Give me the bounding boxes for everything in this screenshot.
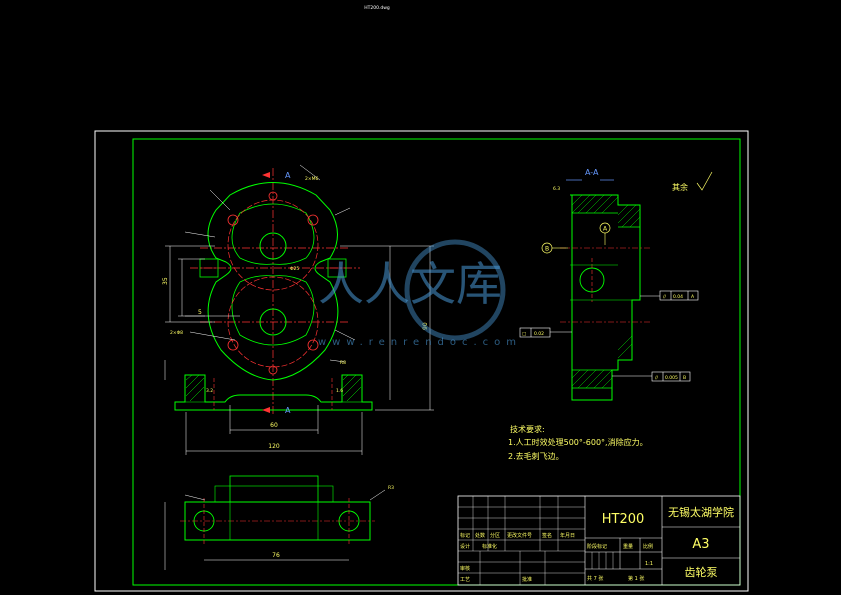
tb-sheet-total: 共 7 张: [587, 575, 603, 582]
dim-r2: R3: [388, 485, 394, 491]
tb-stage-mark: 阶段标记: [587, 543, 607, 550]
outer-border: [94, 130, 749, 592]
tb-sheet-no: 第 1 张: [628, 575, 644, 582]
tb-scale: 1:1: [645, 561, 653, 567]
tb-col-5: 签名: [542, 532, 552, 539]
tb-stage-scale: 比例: [643, 543, 653, 550]
dim-side1: 35: [162, 277, 169, 285]
tech-requirements: 技术要求: 1.人工时效处理500°-600°,消除应力。 2.去毛刺飞边。: [508, 424, 648, 461]
tb-role-std: 标准化: [482, 543, 497, 550]
watermark: 人人文库 www.renrendoc.com: [318, 239, 522, 348]
tech-req-line2: 2.去毛刺飞边。: [508, 451, 564, 461]
tol-frame-1-datum: A: [691, 294, 695, 300]
tech-req-line1: 1.人工时效处理500°-600°,消除应力。: [508, 437, 648, 447]
tb-row-design: 设计: [460, 543, 470, 550]
title-block: 标记 处数 分区 更改文件号 签名 年月日 设计 审核 工艺 标准化 批准 阶段…: [457, 495, 741, 586]
tol-frame-3-datum: B: [683, 375, 686, 381]
tech-req-heading: 技术要求:: [510, 424, 545, 434]
section-view: A-A A B: [519, 168, 713, 401]
dim-top: 2×M6: [305, 176, 319, 182]
datum-a-label: A: [603, 226, 608, 233]
tol-frame-3-symbol: //: [655, 375, 659, 381]
dim-inner: 60: [270, 422, 278, 429]
tol-frame-2-symbol: □: [522, 332, 526, 337]
tb-col-3: 分区: [490, 532, 500, 539]
tb-col-2: 处数: [475, 532, 485, 539]
dim-height: 90: [422, 322, 429, 330]
dim-bore: Φ25: [290, 266, 299, 272]
front-view: A A: [162, 164, 434, 455]
dim-side2: 5: [198, 309, 202, 316]
tb-col-6: 年月日: [560, 532, 575, 539]
dim-bottom: 76: [272, 552, 280, 559]
tb-stage-weight: 重量: [623, 543, 633, 550]
tb-size: A3: [692, 537, 709, 552]
roughness-note: 其余: [672, 182, 688, 192]
watermark-text: 人人文库: [318, 257, 502, 311]
dim-rough2: 1.6: [336, 388, 343, 394]
tb-col-1: 标记: [460, 532, 470, 539]
tb-school: 无锡太湖学院: [668, 505, 734, 519]
section-view-title: A-A: [585, 168, 599, 177]
dim-width: 120: [268, 443, 280, 450]
section-marker-top: A: [285, 171, 291, 180]
tb-col-4: 更改文件号: [507, 532, 532, 539]
file-title-label: HT200.dwg: [364, 5, 390, 11]
tb-row-process: 工艺: [460, 577, 470, 583]
tol-frame-3-value: 0.005: [665, 375, 678, 381]
watermark-url: www.renrendoc.com: [318, 337, 522, 348]
dim-rough1: 3.2: [206, 388, 213, 394]
tb-row-review: 审核: [460, 565, 470, 572]
inner-border: [132, 138, 741, 586]
tol-frame-2-value: 0.02: [534, 331, 544, 337]
tb-role-approve: 批准: [522, 576, 532, 583]
datum-b-label: B: [545, 246, 549, 253]
tol-frame-1-symbol: //: [663, 294, 667, 300]
bottom-view: 76 R3: [164, 475, 394, 570]
tb-material: HT200: [602, 512, 645, 527]
dim-r: R8: [340, 360, 346, 366]
section-marker-bottom: A: [285, 406, 291, 415]
dim-2x: 2×Φ8: [170, 330, 183, 336]
dim-rough3: 6.3: [553, 186, 560, 192]
tol-frame-1-value: 0.04: [673, 294, 683, 300]
tb-part-name: 齿轮泵: [685, 565, 718, 579]
